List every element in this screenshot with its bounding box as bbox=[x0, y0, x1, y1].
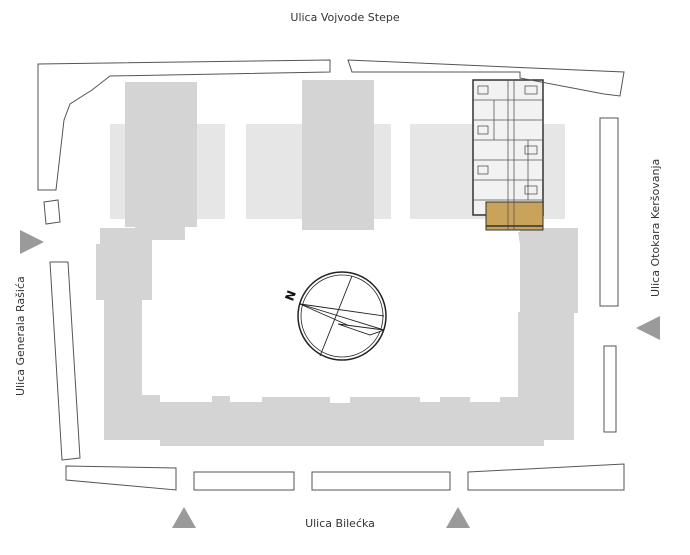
street-outlines bbox=[37, 59, 625, 491]
street-label-left: Ulica Generala Rašića bbox=[14, 276, 27, 396]
entrance-arrow-east bbox=[636, 316, 660, 340]
compass-north-label: N bbox=[282, 289, 299, 303]
street-label-right: Ulica Otokara Keršovanja bbox=[649, 158, 662, 297]
entrance-arrows bbox=[20, 230, 660, 528]
building-right-wing bbox=[520, 228, 578, 313]
entrance-arrow-south-left bbox=[172, 507, 196, 528]
street-label-top: Ulica Vojvode Stepe bbox=[290, 11, 400, 24]
entrance-arrow-south-right bbox=[446, 507, 470, 528]
street-label-bottom: Ulica Bilećka bbox=[305, 517, 375, 530]
highlighted-building bbox=[472, 79, 544, 231]
building-footprints bbox=[96, 80, 578, 446]
entrance-arrow-west bbox=[20, 230, 44, 254]
building-tower-middle bbox=[302, 80, 374, 230]
compass-rose: N bbox=[282, 271, 387, 361]
